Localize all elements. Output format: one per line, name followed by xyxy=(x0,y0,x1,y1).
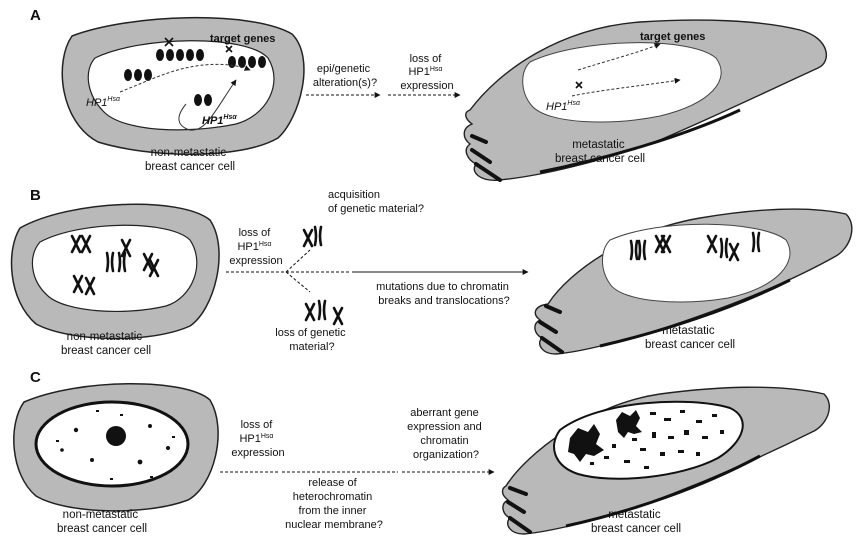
caption-a-left: non-metastatic breast cancer cell xyxy=(145,147,235,173)
cell-b-left: non-metastatic breast cancer cell xyxy=(12,204,220,357)
caption-b-left: non-metastatic breast cancer cell xyxy=(61,331,151,357)
release-text: release of heterochromatin from the inne… xyxy=(285,477,383,531)
panel-a: A target genes HP1Hsα HP1Hsα xyxy=(30,7,826,180)
nucleus-b-left xyxy=(32,225,196,311)
panel-c: C non-metastatic breast cancer cell loss xyxy=(14,369,830,535)
panel-letter-b: B xyxy=(30,187,41,204)
panel-letter-c: C xyxy=(30,369,41,386)
arrow-c-2-text: aberrant gene expression and chromatin o… xyxy=(407,407,485,461)
caption-c-left: non-metastatic breast cancer cell xyxy=(57,509,147,535)
arrow-a-2-text: loss of HP1Hsα expression xyxy=(400,53,453,92)
cell-a-left: target genes HP1Hsα HP1Hsα non-metastati… xyxy=(62,18,304,173)
arrow-a-1-text: epi/genetic alteration(s)? xyxy=(313,63,377,89)
arrows-c: loss of HP1Hsα expression release of het… xyxy=(220,407,494,531)
arrow-b-1-text: loss of HP1Hsα expression xyxy=(229,227,282,267)
target-genes-label-a-left: target genes xyxy=(210,33,275,45)
cell-c-left: non-metastatic breast cancer cell xyxy=(14,384,218,535)
arrows-b: loss of HP1Hsα expression acquisition of… xyxy=(226,189,528,353)
panel-b: B non-metastatic breast cancer cell loss… xyxy=(12,187,852,357)
cell-a-right: target genes HP1Hsα metastatic breast ca… xyxy=(464,20,826,180)
upper-branch-text: acquisition of genetic material? xyxy=(328,189,424,215)
branch-arrows xyxy=(286,250,350,292)
chromosomes-b-upper xyxy=(304,227,321,246)
cell-b-right: metastatic breast cancer cell xyxy=(535,209,852,354)
arrow-c-1-text: loss of HP1Hsα expression xyxy=(231,419,284,459)
chromosomes-b-lower xyxy=(306,301,342,324)
lower-branch-text: loss of genetic material? xyxy=(275,327,348,353)
arrows-a: epi/genetic alteration(s)? loss of HP1Hs… xyxy=(306,53,460,95)
main-arrow-text: mutations due to chromatin breaks and tr… xyxy=(376,281,512,307)
target-genes-label-a-right: target genes xyxy=(640,31,705,43)
panel-letter-a: A xyxy=(30,7,41,24)
cell-c-right: metastatic breast cancer cell xyxy=(503,387,830,535)
